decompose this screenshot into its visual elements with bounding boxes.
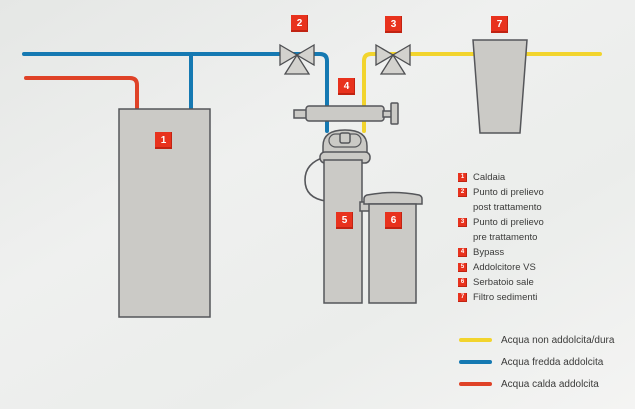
legend-label: Bypass [473, 247, 505, 258]
legend-marker: 3 [458, 218, 467, 227]
badge-salt-tank: 6 [385, 212, 402, 229]
salt-tank-shape [363, 191, 423, 304]
legend-label: Filtro sedimenti [473, 292, 538, 303]
legend-marker: 1 [458, 173, 467, 182]
legend-marker: 5 [458, 263, 467, 272]
badge-boiler: 1 [155, 132, 172, 149]
valve-post-treatment [279, 43, 315, 75]
pipe-hot-soft-water [24, 76, 139, 112]
legend-item-filtro: 7 Filtro sedimenti [458, 290, 554, 305]
hot-soft-water-swatch [459, 382, 492, 386]
legend-item-post-trattamento: 2 Punto di prelievo post trattamento [458, 185, 554, 215]
legend-item-serbatoio: 6 Serbatoio sale [458, 275, 554, 290]
pipe-legend-item-cold-soft-water: Acqua fredda addolcita [459, 351, 614, 373]
legend-marker: 4 [458, 248, 467, 257]
pipe-hard-water [362, 52, 602, 133]
legend-label: Punto di prelievo pre trattamento [473, 217, 544, 243]
pipe-cold-soft-water [22, 52, 329, 133]
bypass-shape [293, 102, 399, 125]
legend-marker: 2 [458, 188, 467, 197]
badge-post-treatment: 2 [291, 15, 308, 32]
pipe-legend-item-hard-water: Acqua non addolcita/dura [459, 329, 614, 351]
legend-item-caldaia: 1 Caldaia [458, 170, 554, 185]
legend-label: Caldaia [473, 172, 506, 183]
pipe-legend-label: Acqua calda addolcita [501, 378, 599, 390]
valve-pre-treatment [375, 43, 411, 75]
pipe-legend-label: Acqua non addolcita/dura [501, 334, 615, 346]
legend-item-addolcitore: 5 Addolcitore VS [458, 260, 554, 275]
sediment-filter-shape [472, 39, 528, 134]
badge-sediment-filter: 7 [491, 16, 508, 33]
legend-label: Punto di prelievo post trattamento [473, 187, 544, 213]
legend-label: Serbatoio sale [473, 277, 534, 288]
badge-softener: 5 [336, 212, 353, 229]
legend-item-pre-trattamento: 3 Punto di prelievo pre trattamento [458, 215, 554, 245]
pipe-legend: Acqua non addolcita/dura Acqua fredda ad… [459, 329, 614, 395]
component-legend: 1 Caldaia 2 Punto di prelievo post tratt… [458, 170, 554, 305]
cold-soft-water-swatch [459, 360, 492, 364]
badge-bypass: 4 [338, 78, 355, 95]
badge-pre-treatment: 3 [385, 16, 402, 33]
legend-marker: 7 [458, 293, 467, 302]
legend-label: Addolcitore VS [473, 262, 536, 273]
legend-item-bypass: 4 Bypass [458, 245, 554, 260]
hard-water-swatch [459, 338, 492, 342]
softener-shape [319, 129, 371, 304]
drain-hose [304, 156, 327, 202]
legend-marker: 6 [458, 278, 467, 287]
pipe-legend-label: Acqua fredda addolcita [501, 356, 604, 368]
pipe-legend-item-hot-soft-water: Acqua calda addolcita [459, 373, 614, 395]
